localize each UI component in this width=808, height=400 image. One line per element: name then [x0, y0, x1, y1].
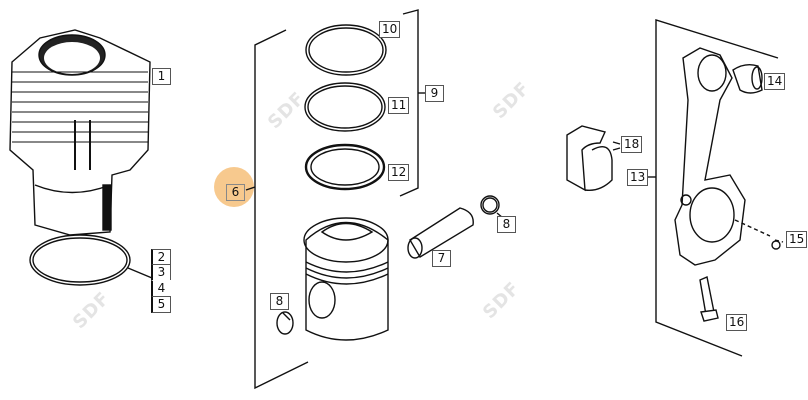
callout-1[interactable]: 1 — [152, 68, 171, 85]
callout-15[interactable]: 15 — [786, 231, 808, 248]
callout-10[interactable]: 10 — [379, 21, 401, 38]
callout-7[interactable]: 7 — [432, 250, 451, 267]
callout-8-right[interactable]: 8 — [497, 216, 516, 233]
piston-pin-drawing — [407, 195, 504, 259]
callout-6[interactable]: 6 — [226, 184, 245, 201]
connecting-rod-drawing — [674, 47, 784, 322]
cylinder-drawing — [9, 29, 153, 286]
callout-16[interactable]: 16 — [726, 314, 748, 331]
callout-5[interactable]: 5 — [151, 296, 171, 313]
callout-13[interactable]: 13 — [627, 169, 649, 186]
piston-kit-bracket — [245, 9, 426, 390]
callout-9[interactable]: 9 — [425, 85, 444, 102]
callout-4[interactable]: 4 — [151, 280, 171, 297]
callout-8-left[interactable]: 8 — [270, 293, 289, 310]
connecting-rod-bracket — [648, 19, 779, 357]
piston-drawing — [276, 217, 389, 341]
callout-3[interactable]: 3 — [151, 264, 171, 281]
callout-12[interactable]: 12 — [388, 164, 410, 181]
piston-rings — [304, 24, 387, 191]
callout-11[interactable]: 11 — [388, 97, 410, 114]
bearing-shell-drawing — [566, 125, 621, 192]
callout-14[interactable]: 14 — [764, 73, 786, 90]
callout-18[interactable]: 18 — [621, 136, 643, 153]
